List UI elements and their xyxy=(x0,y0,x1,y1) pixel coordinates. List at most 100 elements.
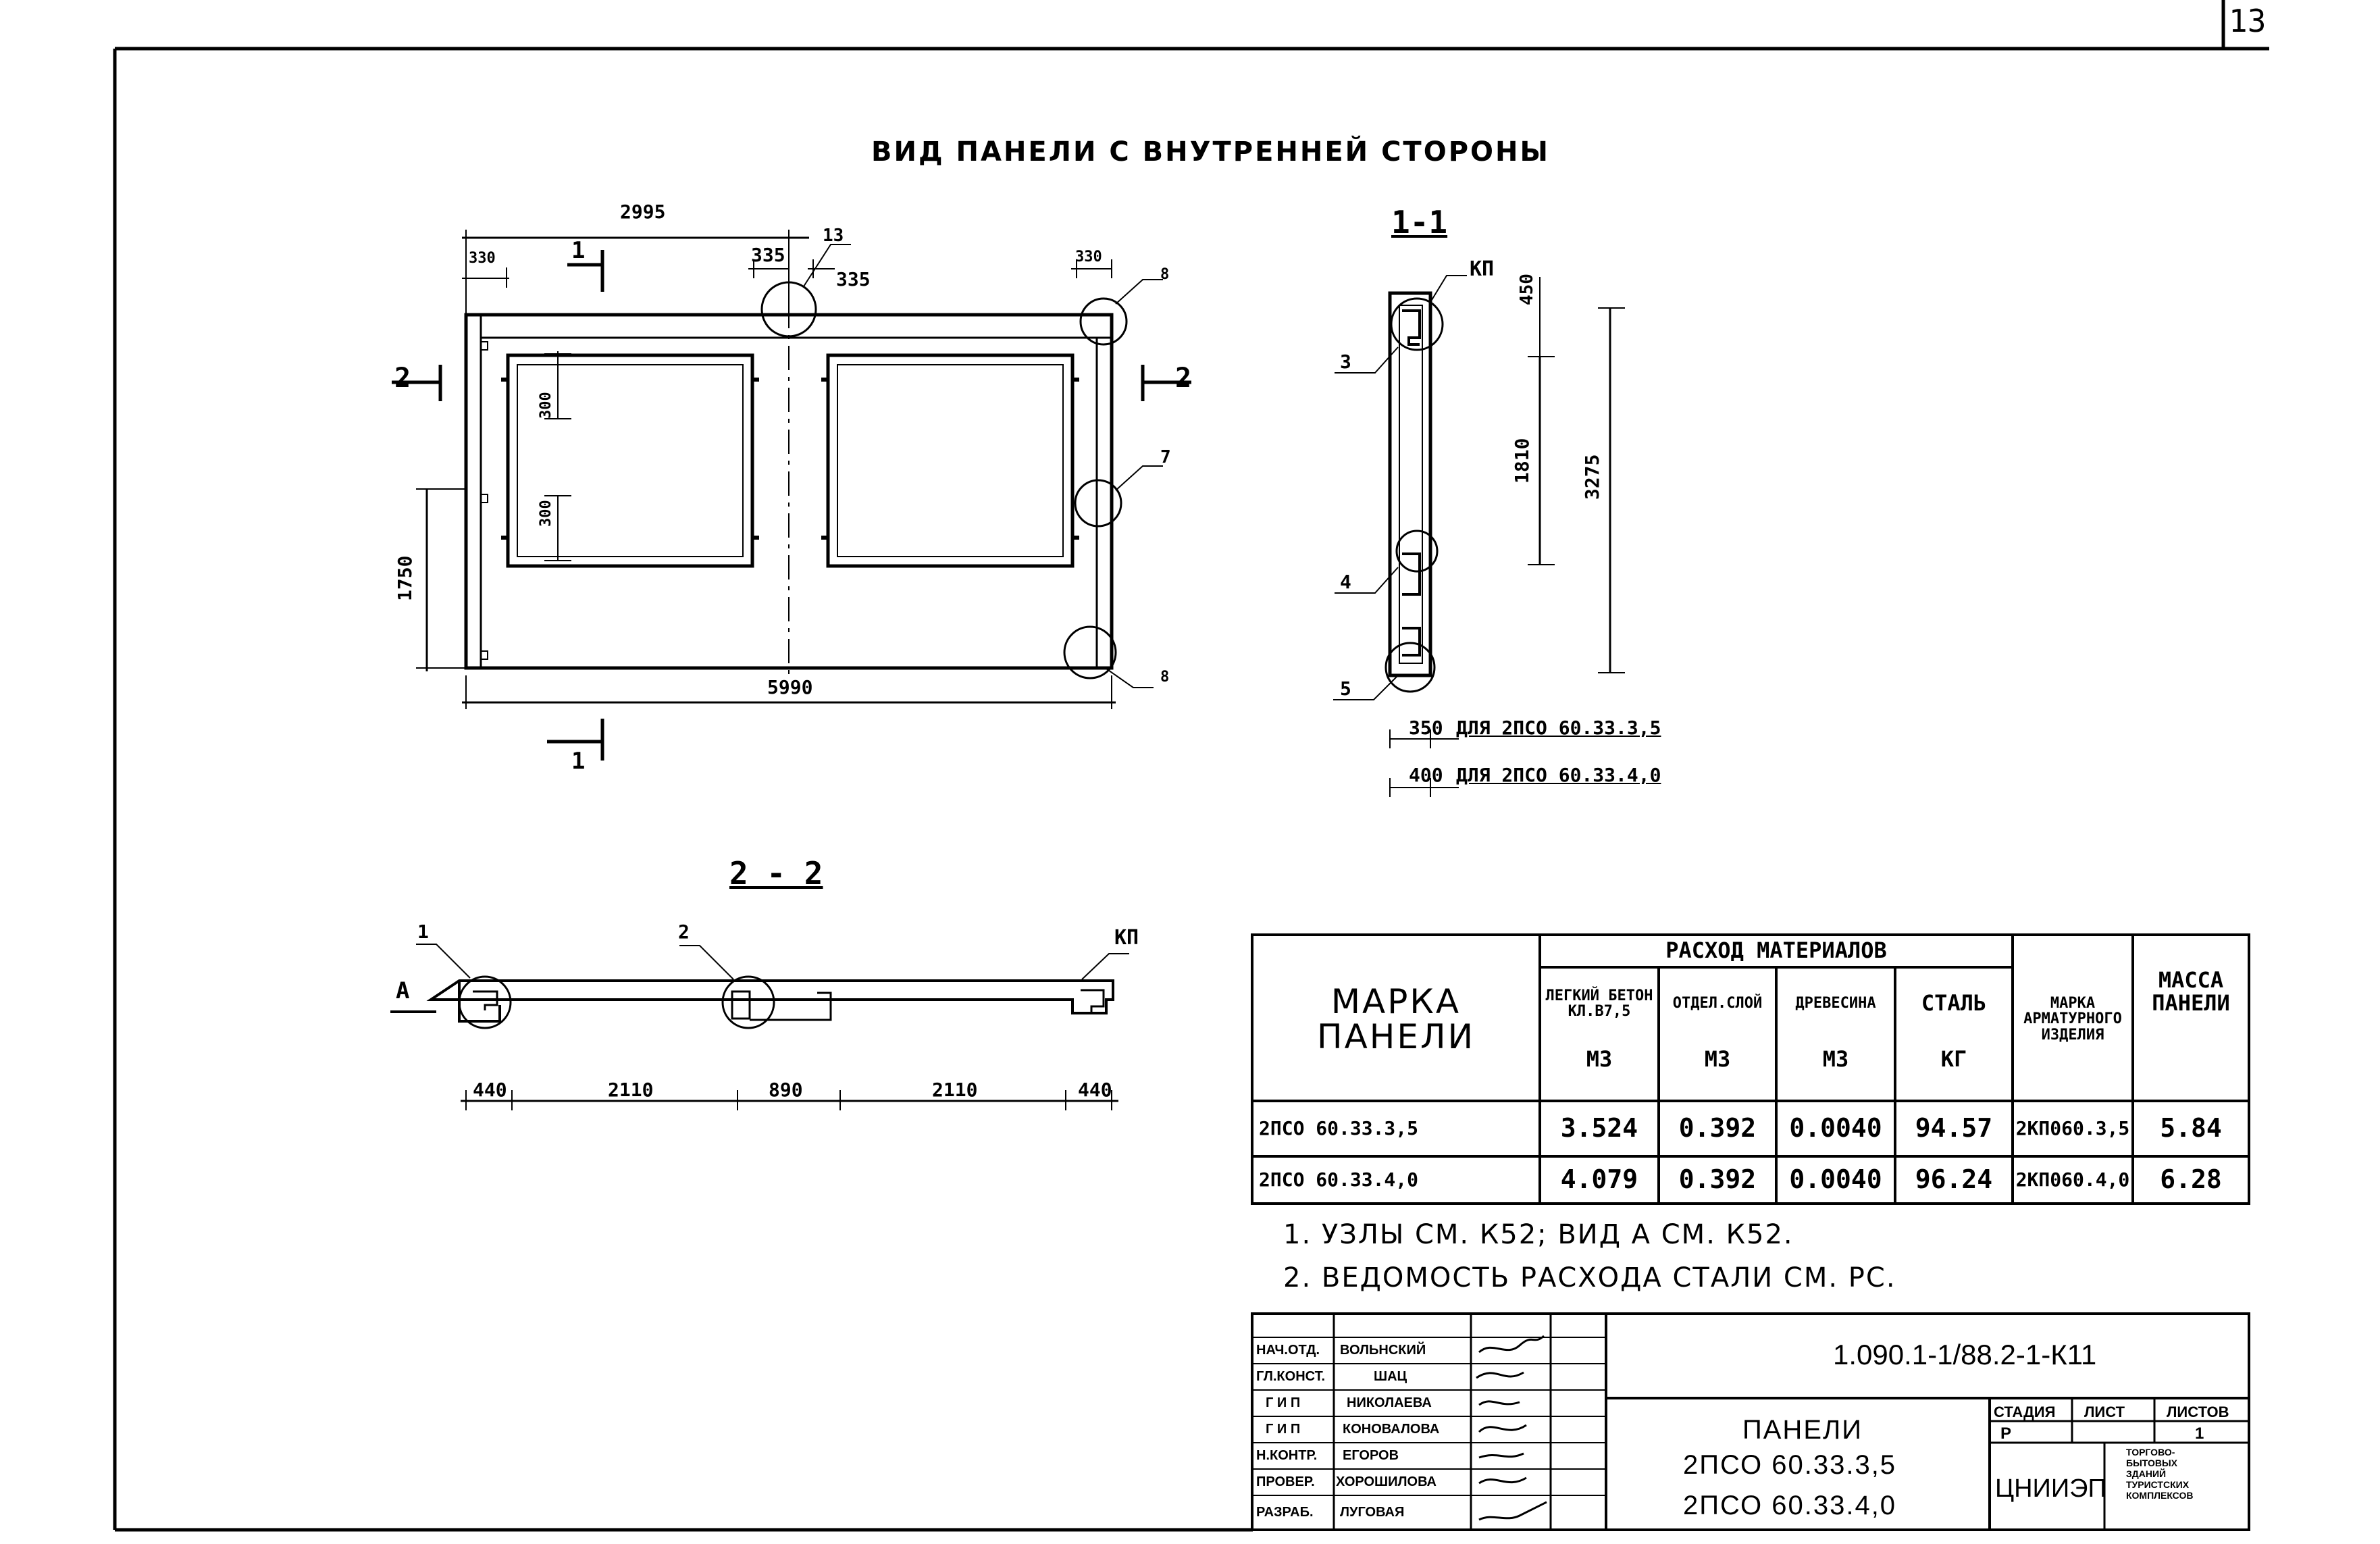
subheader-wood: ДРЕВЕСИНА xyxy=(1795,995,1876,1012)
name-5: ХОРОШИЛОВА xyxy=(1336,1474,1437,1489)
sheet-frame xyxy=(113,0,2269,1532)
section-1-1 xyxy=(1333,275,1625,797)
dim-2995: 2995 xyxy=(620,201,666,223)
col-header-mark: МАРКА ПАНЕЛИ xyxy=(1317,981,1475,1056)
row1-finish: 0.392 xyxy=(1678,1113,1757,1143)
role-5: ПРОВЕР. xyxy=(1256,1474,1315,1489)
role-1: ГЛ.КОНСТ. xyxy=(1256,1369,1326,1384)
row2-reinforcement: 2КП060.4,0 xyxy=(2015,1168,2130,1191)
dim-300-upper: 300 xyxy=(538,392,554,419)
callout-1: 1 xyxy=(417,921,429,943)
stage-value: Р xyxy=(2000,1424,2012,1443)
dim-2110-right: 2110 xyxy=(932,1079,978,1101)
section-mark-2-right: 2 xyxy=(1175,363,1192,394)
row1-steel: 94.57 xyxy=(1915,1113,1993,1143)
dim-1750: 1750 xyxy=(394,555,416,601)
sheet-header: ЛИСТ xyxy=(2084,1404,2125,1420)
callout-7: 7 xyxy=(1160,447,1171,467)
callout-3: 3 xyxy=(1340,351,1351,373)
col-header-materials: РАСХОД МАТЕРИАЛОВ xyxy=(1665,937,1887,964)
dim-440-right: 440 xyxy=(1078,1079,1112,1101)
col-header-reinforcement: МАРКА АРМАТУРНОГО ИЗДЕЛИЯ xyxy=(2023,995,2122,1044)
row1-wood: 0.0040 xyxy=(1789,1113,1882,1143)
dim-890: 890 xyxy=(769,1079,803,1101)
dim-450: 450 xyxy=(1517,274,1537,305)
row2-mass: 6.28 xyxy=(2160,1164,2222,1195)
row1-reinforcement: 2КП060.3,5 xyxy=(2015,1117,2130,1140)
role-2: Г И П xyxy=(1266,1395,1301,1410)
callout-8-bottom: 8 xyxy=(1160,669,1170,686)
thickness-dim-400: 400 xyxy=(1409,764,1443,786)
role-3: Г И П xyxy=(1266,1422,1301,1437)
unit-finish: М3 xyxy=(1704,1046,1731,1073)
section-2-2 xyxy=(390,944,1129,1110)
sheets-header: ЛИСТОВ xyxy=(2167,1404,2229,1420)
thickness-note-350: ДЛЯ 2ПСО 60.33.3,5 xyxy=(1456,717,1661,739)
view-title: ВИД ПАНЕЛИ С ВНУТРЕННЕЙ СТОРОНЫ xyxy=(871,136,1550,168)
row2-finish: 0.392 xyxy=(1678,1164,1757,1195)
dim-330-left: 330 xyxy=(469,250,496,267)
dim-440-left: 440 xyxy=(473,1079,507,1101)
note-1: 1. УЗЛЫ СМ. К52; ВИД А СМ. К52. xyxy=(1283,1219,1794,1250)
dim-300-lower: 300 xyxy=(538,500,554,527)
panel-elevation xyxy=(392,230,1191,761)
org-sub-4: ТУРИСТСКИХ xyxy=(2126,1479,2190,1490)
sheet-title-line3: 2ПСО 60.33.4,0 xyxy=(1683,1491,1897,1520)
callout-13: 13 xyxy=(823,226,844,246)
name-3: КОНОВАЛОВА xyxy=(1343,1422,1440,1437)
section-mark-1-bottom: 1 xyxy=(571,748,586,775)
dim-1810: 1810 xyxy=(1511,438,1533,484)
callout-5: 5 xyxy=(1340,677,1351,700)
unit-concrete: М3 xyxy=(1586,1046,1613,1073)
name-1: ШАЦ xyxy=(1374,1369,1407,1384)
view-mark-a: А xyxy=(396,977,410,1004)
org-sub-2: БЫТОВЫХ xyxy=(2126,1458,2178,1468)
dim-3275: 3275 xyxy=(1581,454,1603,500)
subheader-concrete: ЛЕГКИЙ БЕТОН КЛ.В7,5 xyxy=(1545,987,1653,1020)
row1-concrete: 3.524 xyxy=(1560,1113,1638,1143)
role-0: НАЧ.ОТД. xyxy=(1256,1343,1320,1358)
signatures xyxy=(1476,1335,1547,1521)
name-2: НИКОЛАЕВА xyxy=(1347,1395,1432,1410)
section-mark-1-top: 1 xyxy=(571,237,586,264)
callout-4: 4 xyxy=(1340,571,1351,593)
row1-mark: 2ПСО 60.33.3,5 xyxy=(1259,1117,1419,1140)
kp-label-1: КП xyxy=(1470,257,1495,281)
unit-steel: КГ xyxy=(1940,1046,1967,1073)
dim-335-b: 335 xyxy=(836,268,871,290)
subheader-finish: ОТДЕЛ.СЛОЙ xyxy=(1672,995,1763,1012)
organization: ЦНИИЭП xyxy=(1995,1474,2106,1503)
callout-8-top: 8 xyxy=(1160,266,1170,283)
section-1-1-label: 1-1 xyxy=(1391,204,1448,240)
dim-335-a: 335 xyxy=(751,244,785,266)
thickness-dim-350: 350 xyxy=(1409,717,1443,739)
materials-table-grid xyxy=(1251,933,2250,1205)
role-4: Н.КОНТР. xyxy=(1256,1448,1318,1463)
dim-5990: 5990 xyxy=(767,676,813,698)
sheets-value: 1 xyxy=(2195,1424,2204,1443)
sheet-title-line2: 2ПСО 60.33.3,5 xyxy=(1683,1450,1897,1480)
dim-2110-left: 2110 xyxy=(608,1079,654,1101)
unit-wood: М3 xyxy=(1822,1046,1849,1073)
document-code: 1.090.1-1/88.2-1-К11 xyxy=(1833,1339,2097,1370)
role-6: РАЗРАБ. xyxy=(1256,1505,1314,1520)
org-sub-5: КОМПЛЕКСОВ xyxy=(2126,1490,2194,1501)
thickness-note-400: ДЛЯ 2ПСО 60.33.4,0 xyxy=(1456,764,1661,786)
section-mark-2-left: 2 xyxy=(394,363,411,394)
name-6: ЛУГОВАЯ xyxy=(1340,1505,1405,1520)
callout-2: 2 xyxy=(678,921,690,943)
stage-header: СТАДИЯ xyxy=(1994,1404,2056,1420)
row2-wood: 0.0040 xyxy=(1789,1164,1882,1195)
name-4: ЕГОРОВ xyxy=(1343,1448,1399,1463)
sheet-number: 13 xyxy=(2229,3,2267,39)
row2-steel: 96.24 xyxy=(1915,1164,1993,1195)
row2-mark: 2ПСО 60.33.4,0 xyxy=(1259,1168,1419,1191)
note-2: 2. ВЕДОМОСТЬ РАСХОДА СТАЛИ СМ. РС. xyxy=(1283,1262,1896,1293)
sheet-title-line1: ПАНЕЛИ xyxy=(1742,1415,1863,1445)
subheader-steel: СТАЛЬ xyxy=(1921,990,1987,1017)
section-2-2-label: 2 - 2 xyxy=(729,855,823,892)
title-block: НАЧ.ОТД. ВОЛЬНСКИЙ ГЛ.КОНСТ. ШАЦ Г И П Н… xyxy=(1252,1314,2249,1530)
name-0: ВОЛЬНСКИЙ xyxy=(1340,1343,1426,1358)
